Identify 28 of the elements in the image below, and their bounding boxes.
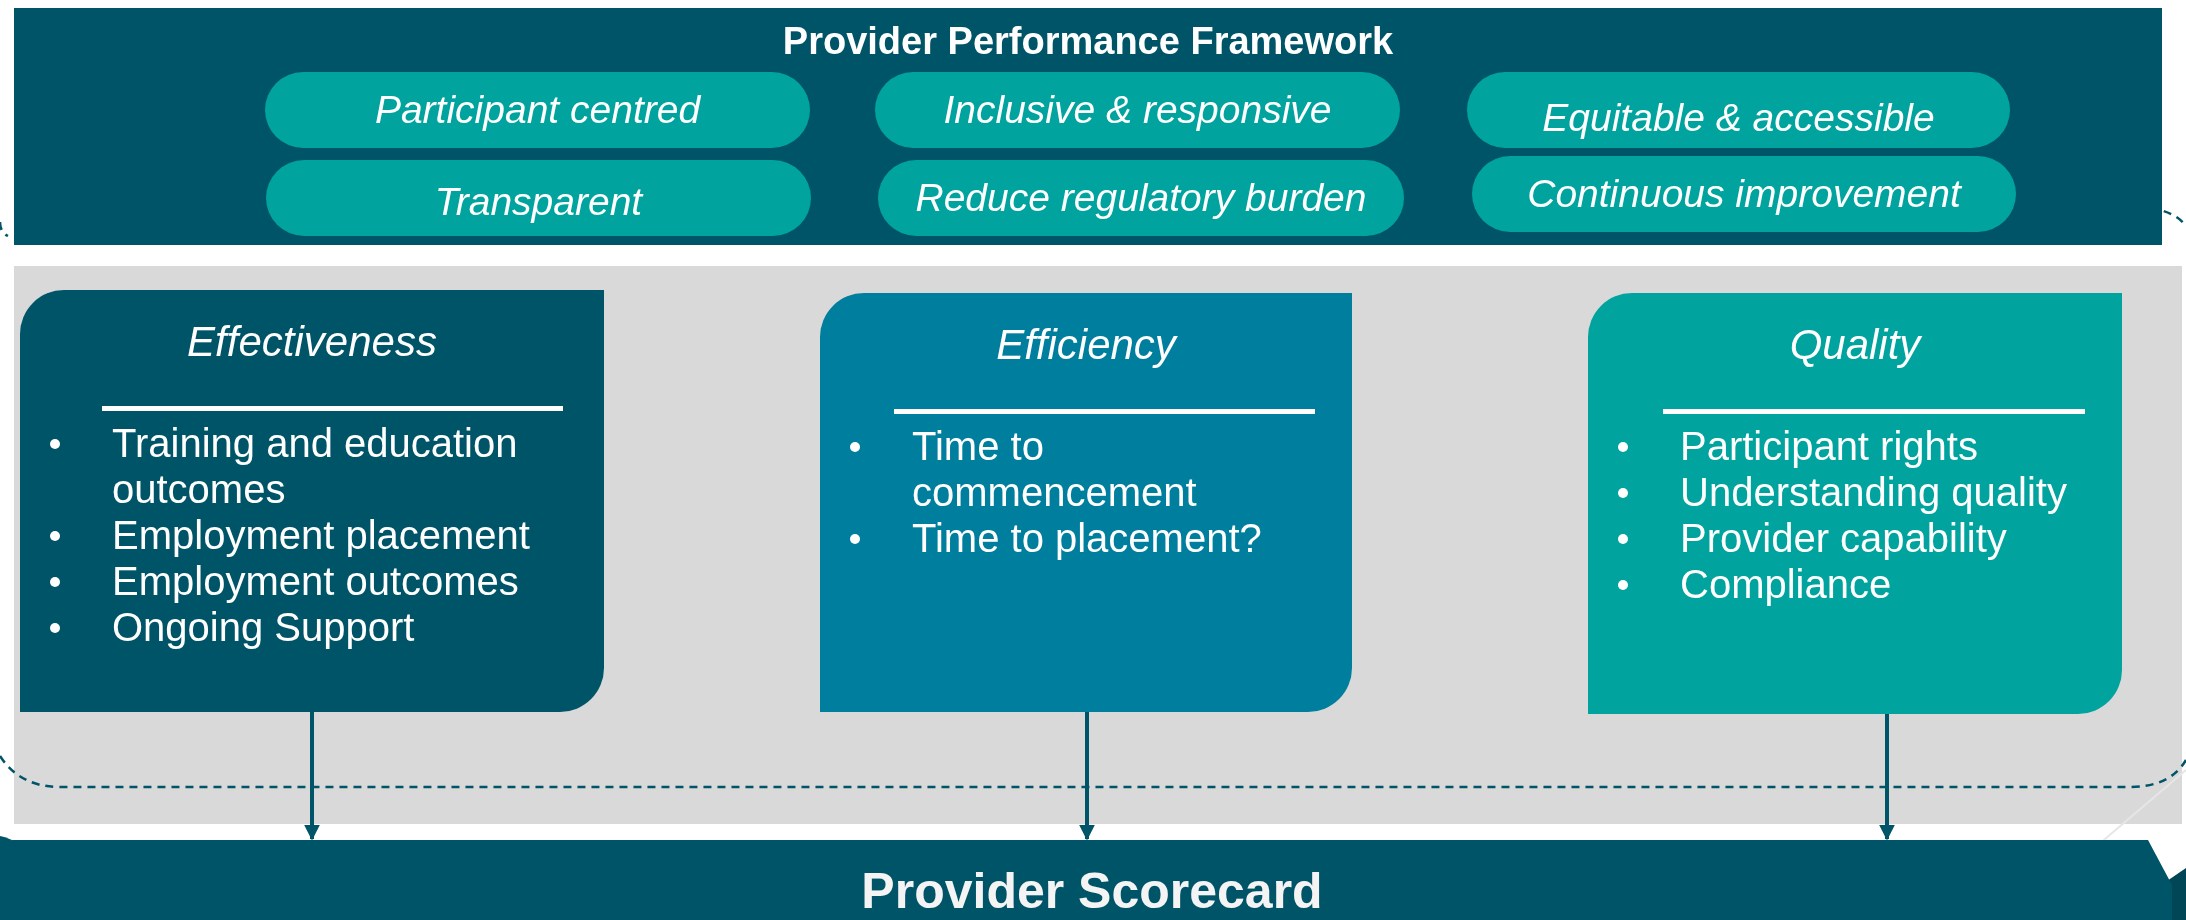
bullet-item: Employment outcomes [112,559,519,603]
arrow [304,712,320,841]
bullet-item: Provider capability [1680,516,2007,560]
scorecard-title: Provider Scorecard [861,862,1323,920]
category-card [1588,293,2122,714]
card-heading: Quality [1788,321,1923,369]
principle-pill: Inclusive & responsive [875,72,1400,148]
bullet-item: Compliance [1680,562,1892,606]
bullet-item: Ongoing Support [112,605,415,649]
bullet-item: Employment placement [112,513,530,557]
principle-pill: Continuous improvement [1472,156,2016,232]
bullet-item: Time to commencement [912,424,1197,514]
principle-pill: Transparent [266,160,811,236]
band-title: Provider Performance Framework [781,20,1395,63]
principle-pill: Reduce regulatory burden [878,160,1404,236]
framework-band [14,8,2162,245]
principle-pill: Participant centred [265,72,810,148]
bullet-item: Training and education outcomes [112,421,518,511]
card-heading: Efficiency [995,321,1179,369]
category-card [820,293,1352,712]
arrow [1079,712,1095,841]
category-card [20,290,604,712]
card-heading: Effectiveness [186,318,438,366]
bullet-item: Time to placement? [912,516,1262,560]
principle-pill: Equitable & accessible [1467,72,2010,148]
bullet-item: Understanding quality [1680,470,2067,514]
bullet-item: Participant rights [1680,424,1978,468]
arrow [1879,714,1895,841]
